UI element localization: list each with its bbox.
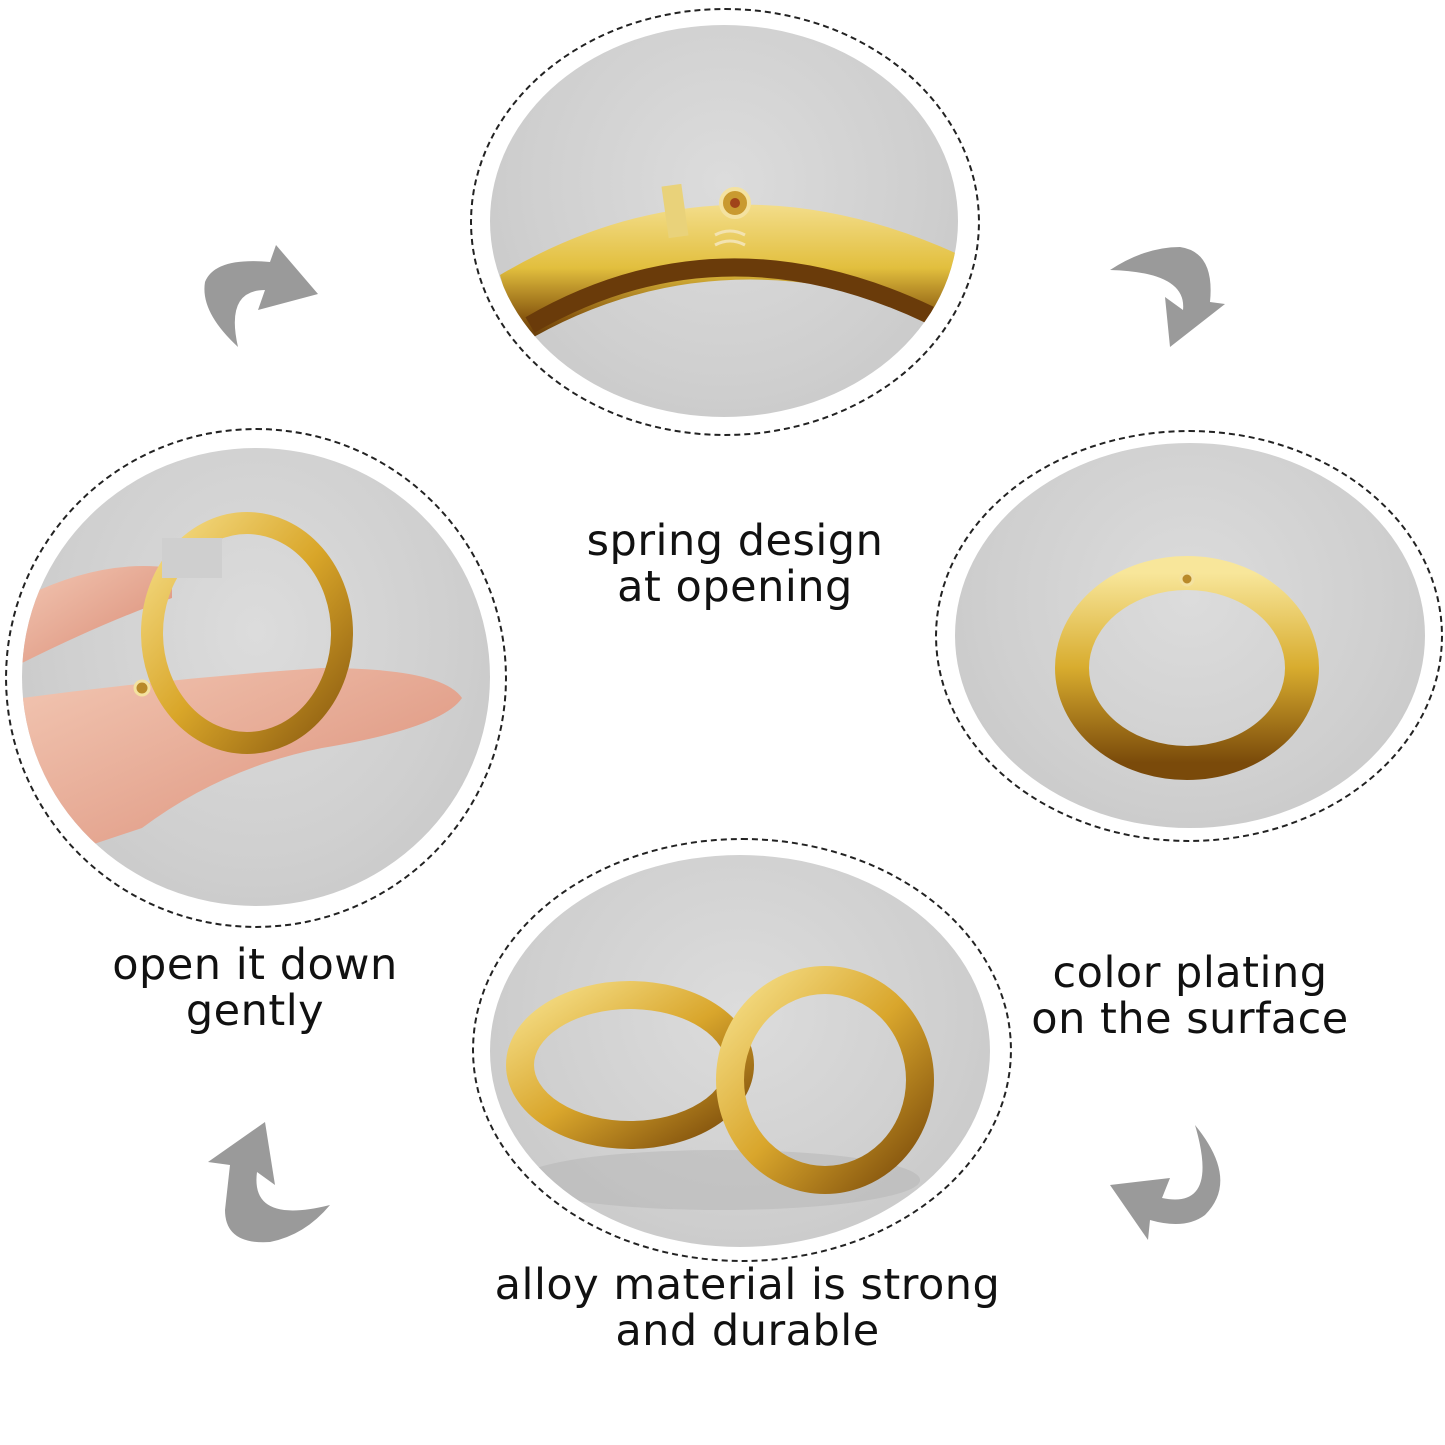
caption-open-line1: open it down [112,940,398,990]
caption-alloy-line1: alloy material is strong [494,1260,1001,1310]
feature-frame-plating [935,430,1443,842]
feature-photo-open [22,448,490,906]
feature-frame-alloy [472,838,1012,1262]
curved-arrow-up-icon [195,1110,330,1245]
feature-photo-spring [490,25,958,417]
feature-photo-alloy [490,855,990,1247]
caption-plating-line1: color plating [1052,948,1328,998]
gold-ring-closeup-icon [500,183,958,345]
gold-ring-icon [1055,556,1319,780]
caption-open: open it down gently [85,942,425,1034]
caption-spring-line2: at opening [617,562,853,612]
curved-arrow-right-icon [190,222,320,352]
caption-spring: spring design at opening [560,518,910,610]
feature-frame-spring [470,8,980,436]
feature-frame-open [5,428,507,928]
caption-plating-line2: on the surface [1031,994,1349,1044]
feature-photo-plating [955,443,1425,828]
hand-with-ring-icon [22,512,462,868]
caption-open-line2: gently [185,986,325,1036]
caption-spring-line1: spring design [586,516,884,566]
caption-alloy-line2: and durable [615,1306,880,1356]
curved-arrow-left-icon [1100,1110,1235,1240]
linked-gold-rings-icon [506,966,934,1210]
caption-plating: color plating on the surface [1010,950,1370,1042]
caption-alloy: alloy material is strong and durable [470,1262,1025,1354]
curved-arrow-down-icon [1105,222,1225,352]
